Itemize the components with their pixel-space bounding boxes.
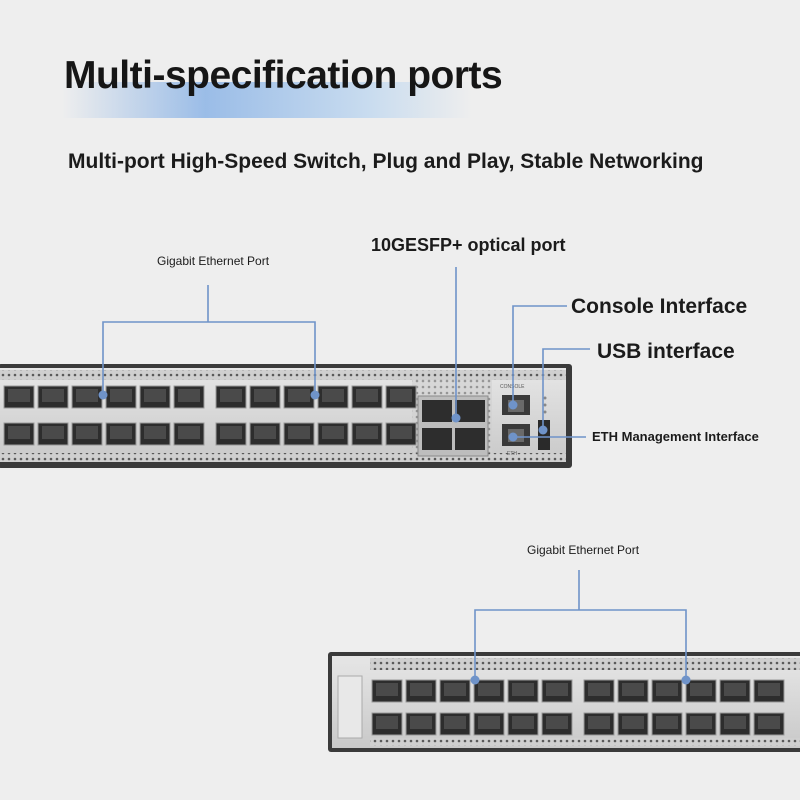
callout-gigabit-bottom: Gigabit Ethernet Port <box>527 543 640 557</box>
sfp-port-block <box>417 395 489 457</box>
page-subtitle: Multi-port High-Speed Switch, Plug and P… <box>68 150 704 173</box>
callout-usb: USB interface <box>597 340 735 363</box>
eth-port-text: ETH <box>507 451 517 457</box>
callout-sfp: 10GESFP+ optical port <box>371 235 566 255</box>
top-switch: CONSOLE ETH <box>0 364 572 468</box>
page-title: Multi-specification ports <box>64 54 503 97</box>
callout-endpoints <box>98 390 691 685</box>
callout-lines <box>102 267 687 680</box>
usb-port <box>538 420 550 450</box>
top-gigabit-port-grid <box>3 385 417 446</box>
callout-console: Console Interface <box>571 295 748 318</box>
callout-gigabit-top: Gigabit Ethernet Port <box>157 254 270 268</box>
status-led-panel <box>337 675 363 739</box>
title-highlight-band <box>62 82 472 118</box>
bottom-gigabit-port-grid <box>371 679 785 736</box>
callout-eth: ETH Management Interface <box>592 429 759 444</box>
bottom-switch <box>328 652 800 752</box>
